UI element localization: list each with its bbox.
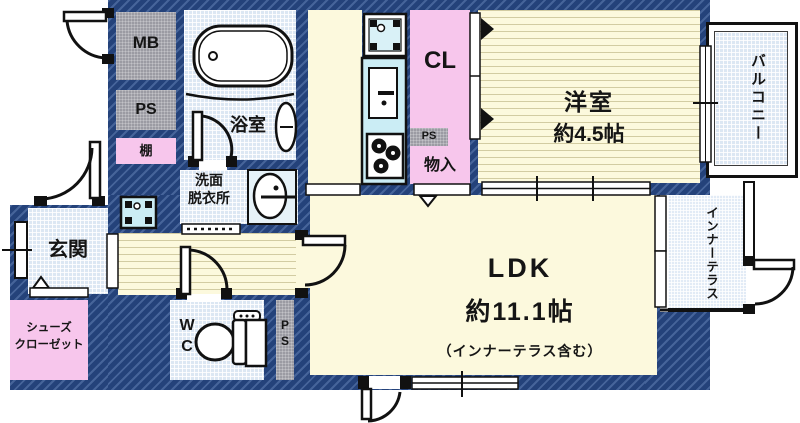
ldk-label: LDK (487, 253, 553, 283)
wc-label: W C (179, 317, 195, 355)
washroom-label: 洗面 脱衣所 (188, 172, 230, 206)
inner-terrace-label: インナーテラス (704, 205, 718, 301)
storage-box (410, 148, 470, 184)
bathroom-label: 浴室 (230, 115, 266, 135)
mb-door (62, 8, 114, 64)
entrance-door (34, 140, 105, 206)
pipe-space-top-label: PS (135, 101, 157, 118)
meter-box (116, 12, 176, 80)
inner-terrace-floor (668, 195, 746, 312)
kitchen-floor (308, 10, 362, 185)
shoes-closet-label: シューズ クローゼット (14, 322, 84, 352)
closet-box (410, 10, 470, 148)
shoes-closet-box (10, 300, 88, 380)
ldk-size: 約11.1帖 (465, 298, 575, 326)
pipe-space-top (116, 90, 176, 130)
genkan-label: 玄関 (48, 239, 88, 261)
shelf-label: 棚 (139, 143, 153, 158)
closet-label: CL (424, 47, 456, 74)
shelf-box (116, 138, 176, 164)
pipe-space-cl-label: PS (421, 130, 437, 142)
bathroom-floor (184, 10, 296, 160)
balcony-label: バルコニー (749, 53, 766, 143)
pipe-space-cl-box (410, 128, 448, 146)
western-room-floor (478, 10, 700, 183)
western-room-label: 洋室 (564, 89, 614, 115)
meter-box-label: MB (132, 33, 160, 52)
balcony-floor (714, 31, 788, 166)
western-room-size: 約4.5帖 (553, 123, 625, 146)
ldk-note: （インナーテラス含む） (437, 343, 603, 359)
pipe-space-wc-box (276, 300, 294, 380)
hallway-floor (118, 233, 296, 295)
ldk-floor (310, 195, 657, 375)
pipe-space-wc-label: P S (280, 318, 289, 348)
storage-label: 物入 (423, 157, 456, 174)
